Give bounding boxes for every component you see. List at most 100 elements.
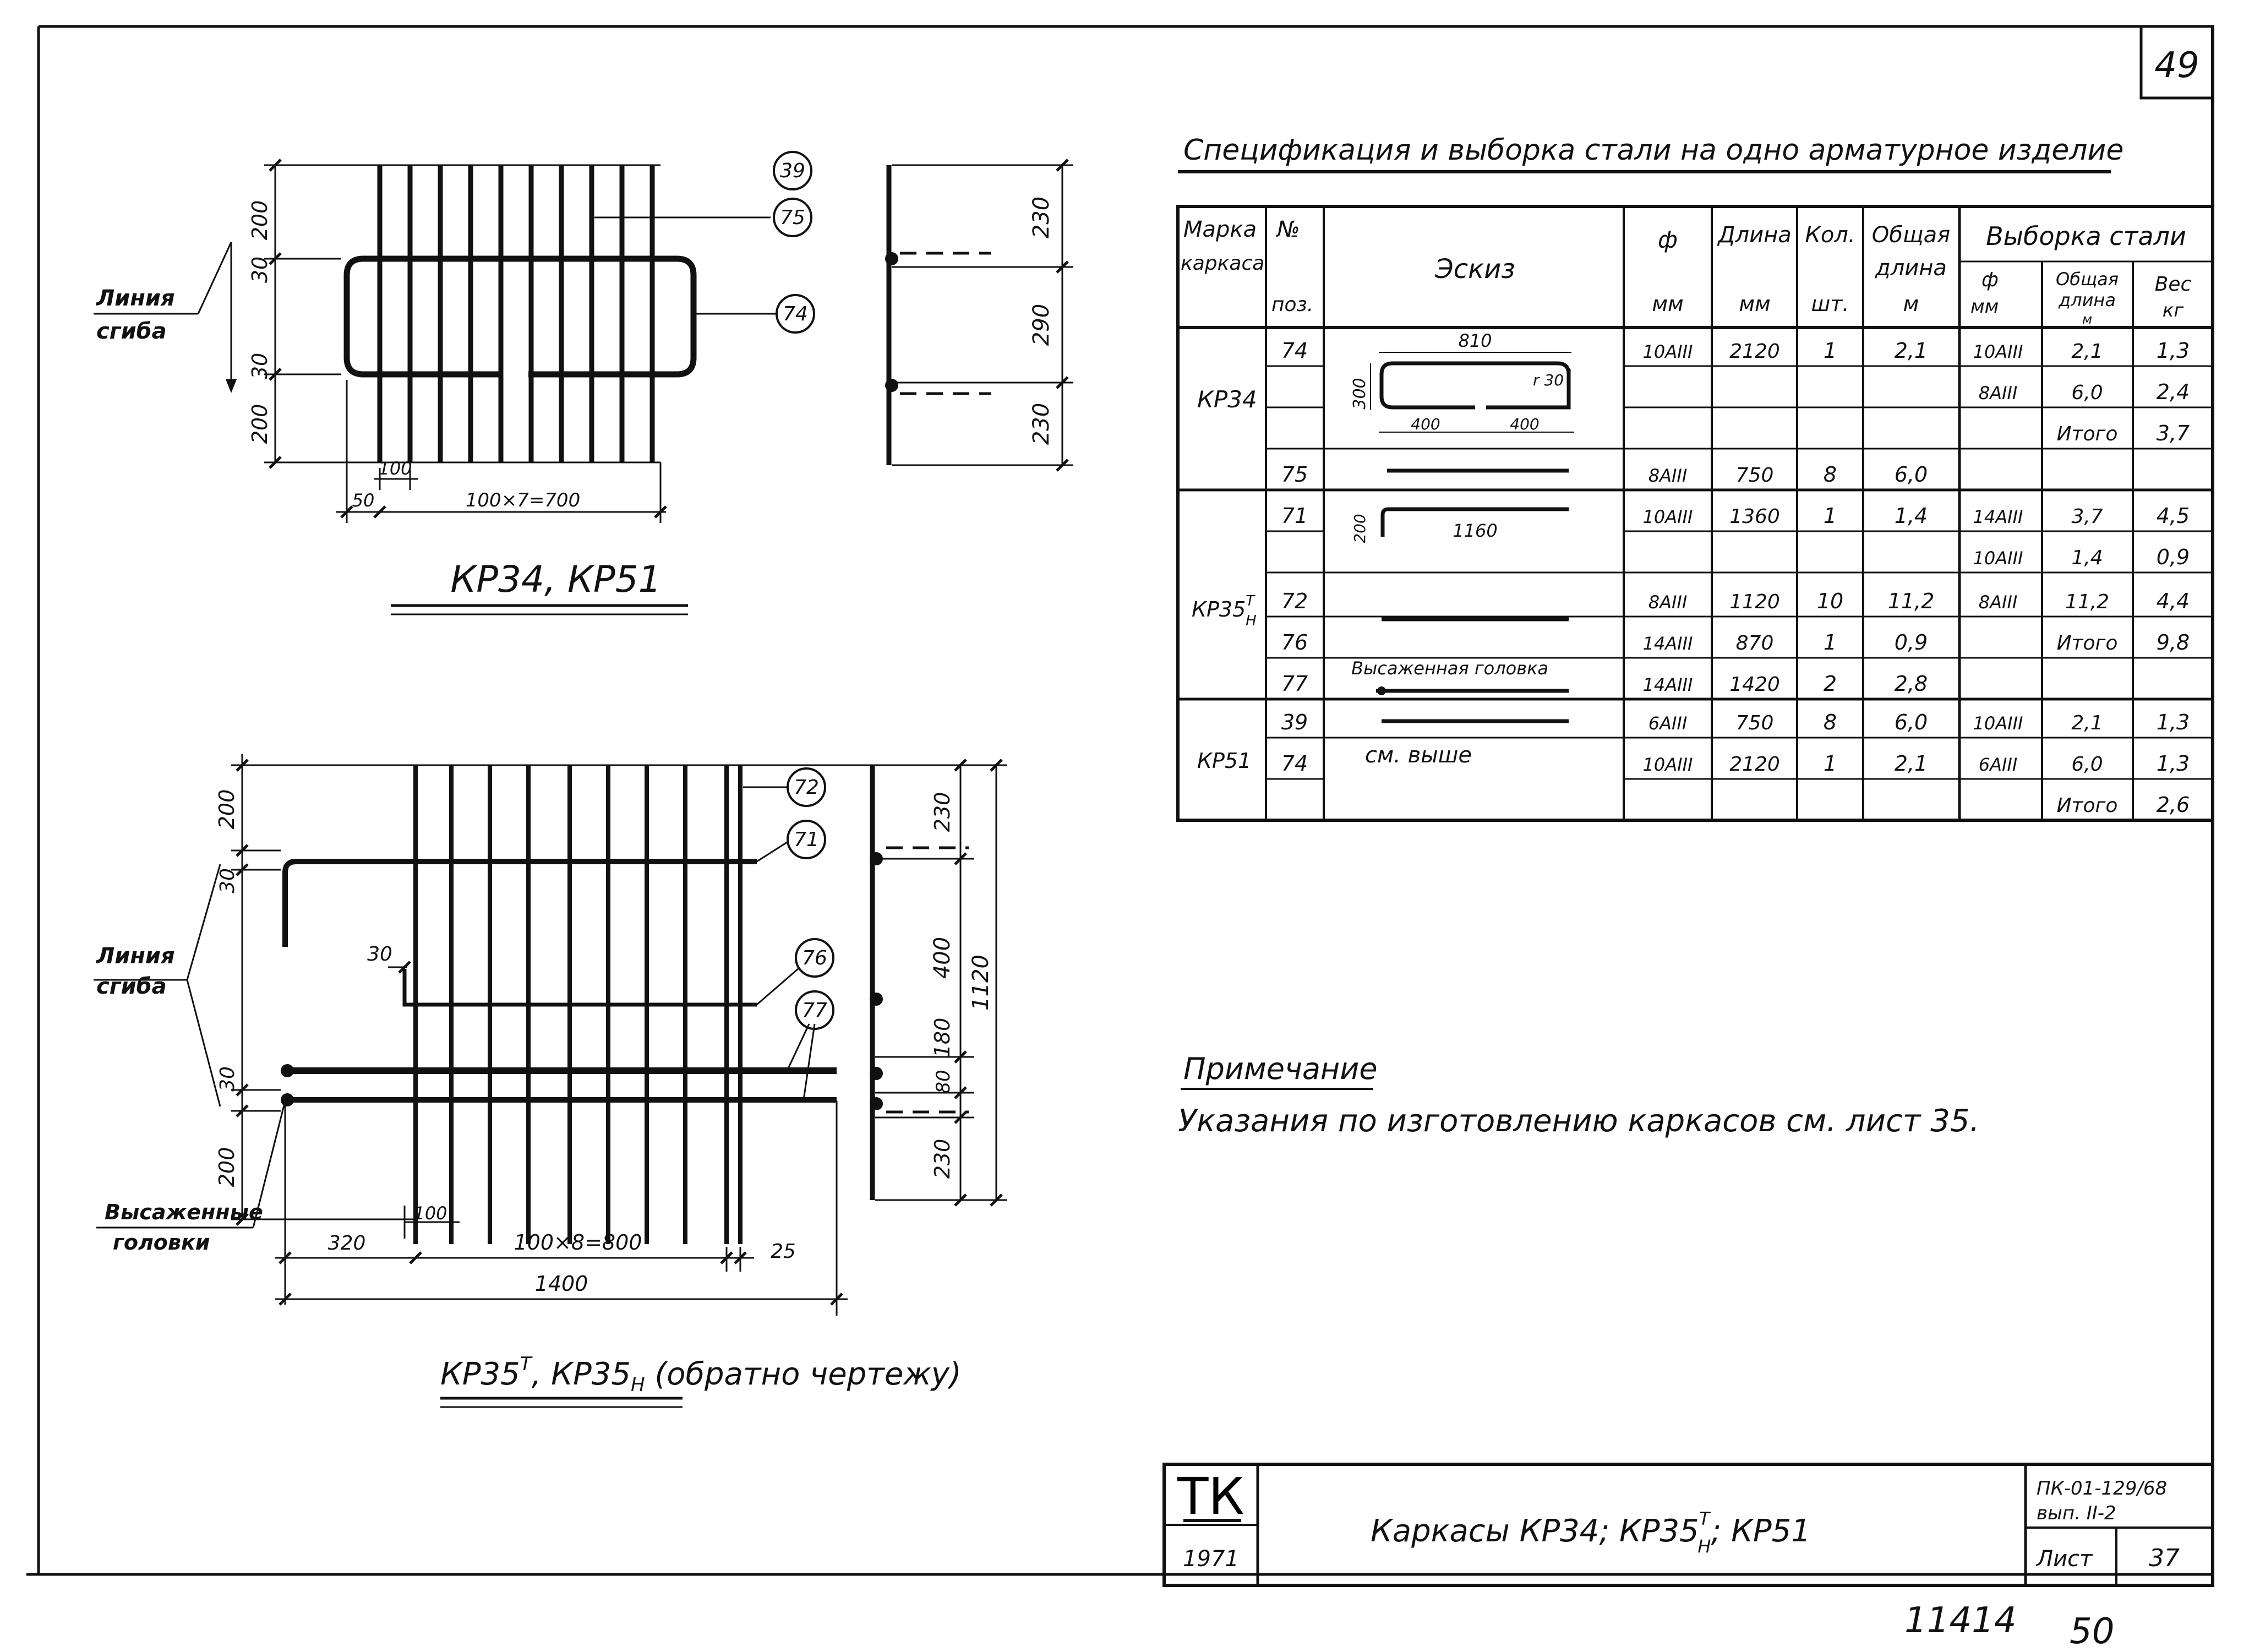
spec-cell-qty: 1 — [1824, 751, 1837, 776]
spec-cell-pos: 75 — [1281, 462, 1308, 487]
mark-kr51: КР51 — [1197, 749, 1251, 773]
spec-cell-wt: 1,3 — [2157, 751, 2190, 776]
bar-76 — [402, 969, 757, 1007]
dim-200-bottom: 200 — [248, 404, 272, 444]
spec-cell-dia: 14AIII — [1643, 633, 1693, 654]
hdr-total-3: м — [1903, 292, 1919, 316]
kr35-side-dim-230-bottom: 230 — [930, 1139, 954, 1179]
spec-cell-sdia: 6AIII — [1979, 754, 2018, 775]
titleblock-sheet-number: 37 — [2149, 1544, 2180, 1572]
spec-cell-sdia: 8AIII — [1979, 383, 2018, 404]
sketch74-dim-400-a: 400 — [1411, 415, 1440, 433]
sketch-bar-71: 200 1160 — [1351, 507, 1569, 543]
titleblock-sheet-label: Лист — [2035, 1546, 2093, 1572]
kr35-dim-span-800: 100×8=800 — [514, 1230, 642, 1255]
sketch-bar-77: Высаженная головка — [1351, 658, 1569, 695]
kr35-dim-200-top: 200 — [215, 789, 239, 830]
vertical-bars-75 — [377, 165, 655, 462]
spec-cell-wt: 0,9 — [2157, 545, 2190, 569]
bar-71 — [282, 859, 757, 947]
hdr-mark-2: каркаса — [1181, 252, 1264, 275]
spec-cell-pos: 71 — [1281, 504, 1308, 528]
spec-cell-wt: 2,6 — [2157, 793, 2190, 817]
spec-cell-qty: 10 — [1817, 589, 1843, 613]
spec-cell-len: 750 — [1736, 464, 1774, 487]
spec-cell-slen: 6,0 — [2071, 381, 2103, 404]
spec-header: Марка каркаса № поз. Эскиз ф мм Длина мм… — [1181, 217, 2192, 327]
loop-bar-74 — [343, 255, 697, 378]
spec-cell-total: 2,8 — [1895, 672, 1928, 696]
spec-cell-len: 1120 — [1729, 591, 1780, 613]
hdr-weight-2: кг — [2163, 299, 2185, 321]
spec-cell-total: 0,9 — [1895, 630, 1928, 655]
spec-title: Спецификация и выборка стали на одно арм… — [1183, 134, 2124, 167]
spec-cell-slen: 2,1 — [2071, 712, 2103, 734]
callouts-1 — [594, 151, 815, 334]
sketch-bar-74: 810 300 r 30 400 400 — [1350, 330, 1574, 433]
hdr-total: Общая — [1872, 222, 1950, 248]
spec-cell-total: 6,0 — [1895, 462, 1928, 487]
spec-cell-total: 11,2 — [1888, 589, 1935, 613]
spec-cell-qty: 1 — [1824, 339, 1837, 363]
callout-75: 75 — [780, 206, 805, 229]
bend-line-leader-2 — [94, 864, 286, 1229]
titleblock-code: ПК-01-129/68 — [2037, 1477, 2167, 1500]
spec-cell-qty: 1 — [1824, 630, 1837, 655]
spec-cell-len: 1420 — [1729, 673, 1780, 696]
spec-cell-total: 2,1 — [1895, 751, 1928, 776]
titleblock-year: 1971 — [1183, 1546, 1239, 1572]
spec-cell-qty: 2 — [1824, 672, 1837, 696]
hdr-selection: Выборка стали — [1986, 221, 2186, 251]
callouts-2 — [743, 767, 834, 1100]
stamp-inventory-number: 11414 — [1904, 1600, 2017, 1641]
sketch71-dim-200: 200 — [1351, 514, 1369, 543]
kr35-bend-line-label: Линия — [96, 944, 175, 969]
spec-cell-len: 2120 — [1729, 340, 1780, 363]
hdr-qty-2: шт. — [1811, 292, 1849, 316]
spec-cell-slen: 3,7 — [2071, 505, 2103, 528]
side-dim-290: 290 — [1029, 304, 1054, 346]
hdr-sketch: Эскиз — [1434, 254, 1515, 285]
hdr-length-2: мм — [1739, 292, 1770, 316]
corner-sheet-number: 49 — [2154, 45, 2199, 86]
spec-table — [1176, 205, 2214, 822]
spec-cell-total: 1,4 — [1895, 504, 1928, 528]
spec-cell-dia: 10AIII — [1643, 754, 1693, 775]
spec-cell-total: 6,0 — [1895, 710, 1928, 734]
spec-cell-dia: 6AIII — [1648, 713, 1688, 734]
stamp-page-number: 50 — [2070, 1611, 2114, 1652]
kr35-dim-30-top: 30 — [216, 868, 239, 893]
hdr-weight: Вес — [2155, 273, 2192, 296]
spec-cell-pos: 74 — [1281, 751, 1308, 776]
tk-logo: ТК — [1177, 1467, 1244, 1526]
spec-section: Спецификация и выборка стали на одно арм… — [1176, 134, 2214, 822]
sketch74-dim-810: 810 — [1458, 330, 1492, 351]
kr35-dim-30-bottom: 30 — [216, 1066, 239, 1092]
dimension-lines-1 — [264, 164, 666, 523]
spec-cell-wt: 4,5 — [2157, 504, 2190, 528]
sketch74-radius: r 30 — [1533, 371, 1564, 389]
title-block — [1162, 1463, 2214, 1587]
kr35-dim-25: 25 — [771, 1240, 796, 1263]
spec-cell-wt: 9,8 — [2157, 630, 2190, 655]
spec-cell-sdia: 14AIII — [1973, 506, 2023, 527]
spec-cell-slen: 6,0 — [2071, 753, 2103, 776]
ticks-1 — [269, 159, 667, 519]
note-text: Указания по изготовлению каркасов см. ли… — [1178, 1103, 1979, 1139]
hdr-sel-dia-2: мм — [1970, 296, 1999, 318]
drawing-kr35: 200 30 30 200 30 100 320 100×8=800 25 14… — [94, 754, 1007, 1408]
kr35-dim-320: 320 — [328, 1232, 366, 1255]
spec-cell-sdia: 10AIII — [1973, 548, 2023, 569]
spec-cell-sdia: 8AIII — [1979, 592, 2018, 613]
spec-cell-pos: 77 — [1281, 672, 1308, 696]
spec-cell-dia: 10AIII — [1643, 506, 1693, 527]
drawing1-title: КР34, КР51 — [450, 558, 661, 601]
kr35-side-dim-180: 180 — [930, 1018, 954, 1058]
spec-cell-sdia: 10AIII — [1973, 341, 2023, 362]
dim-50: 50 — [352, 490, 375, 511]
callout-72: 72 — [794, 776, 819, 799]
dim-100: 100 — [378, 458, 412, 479]
hdr-pos: № — [1276, 217, 1300, 242]
